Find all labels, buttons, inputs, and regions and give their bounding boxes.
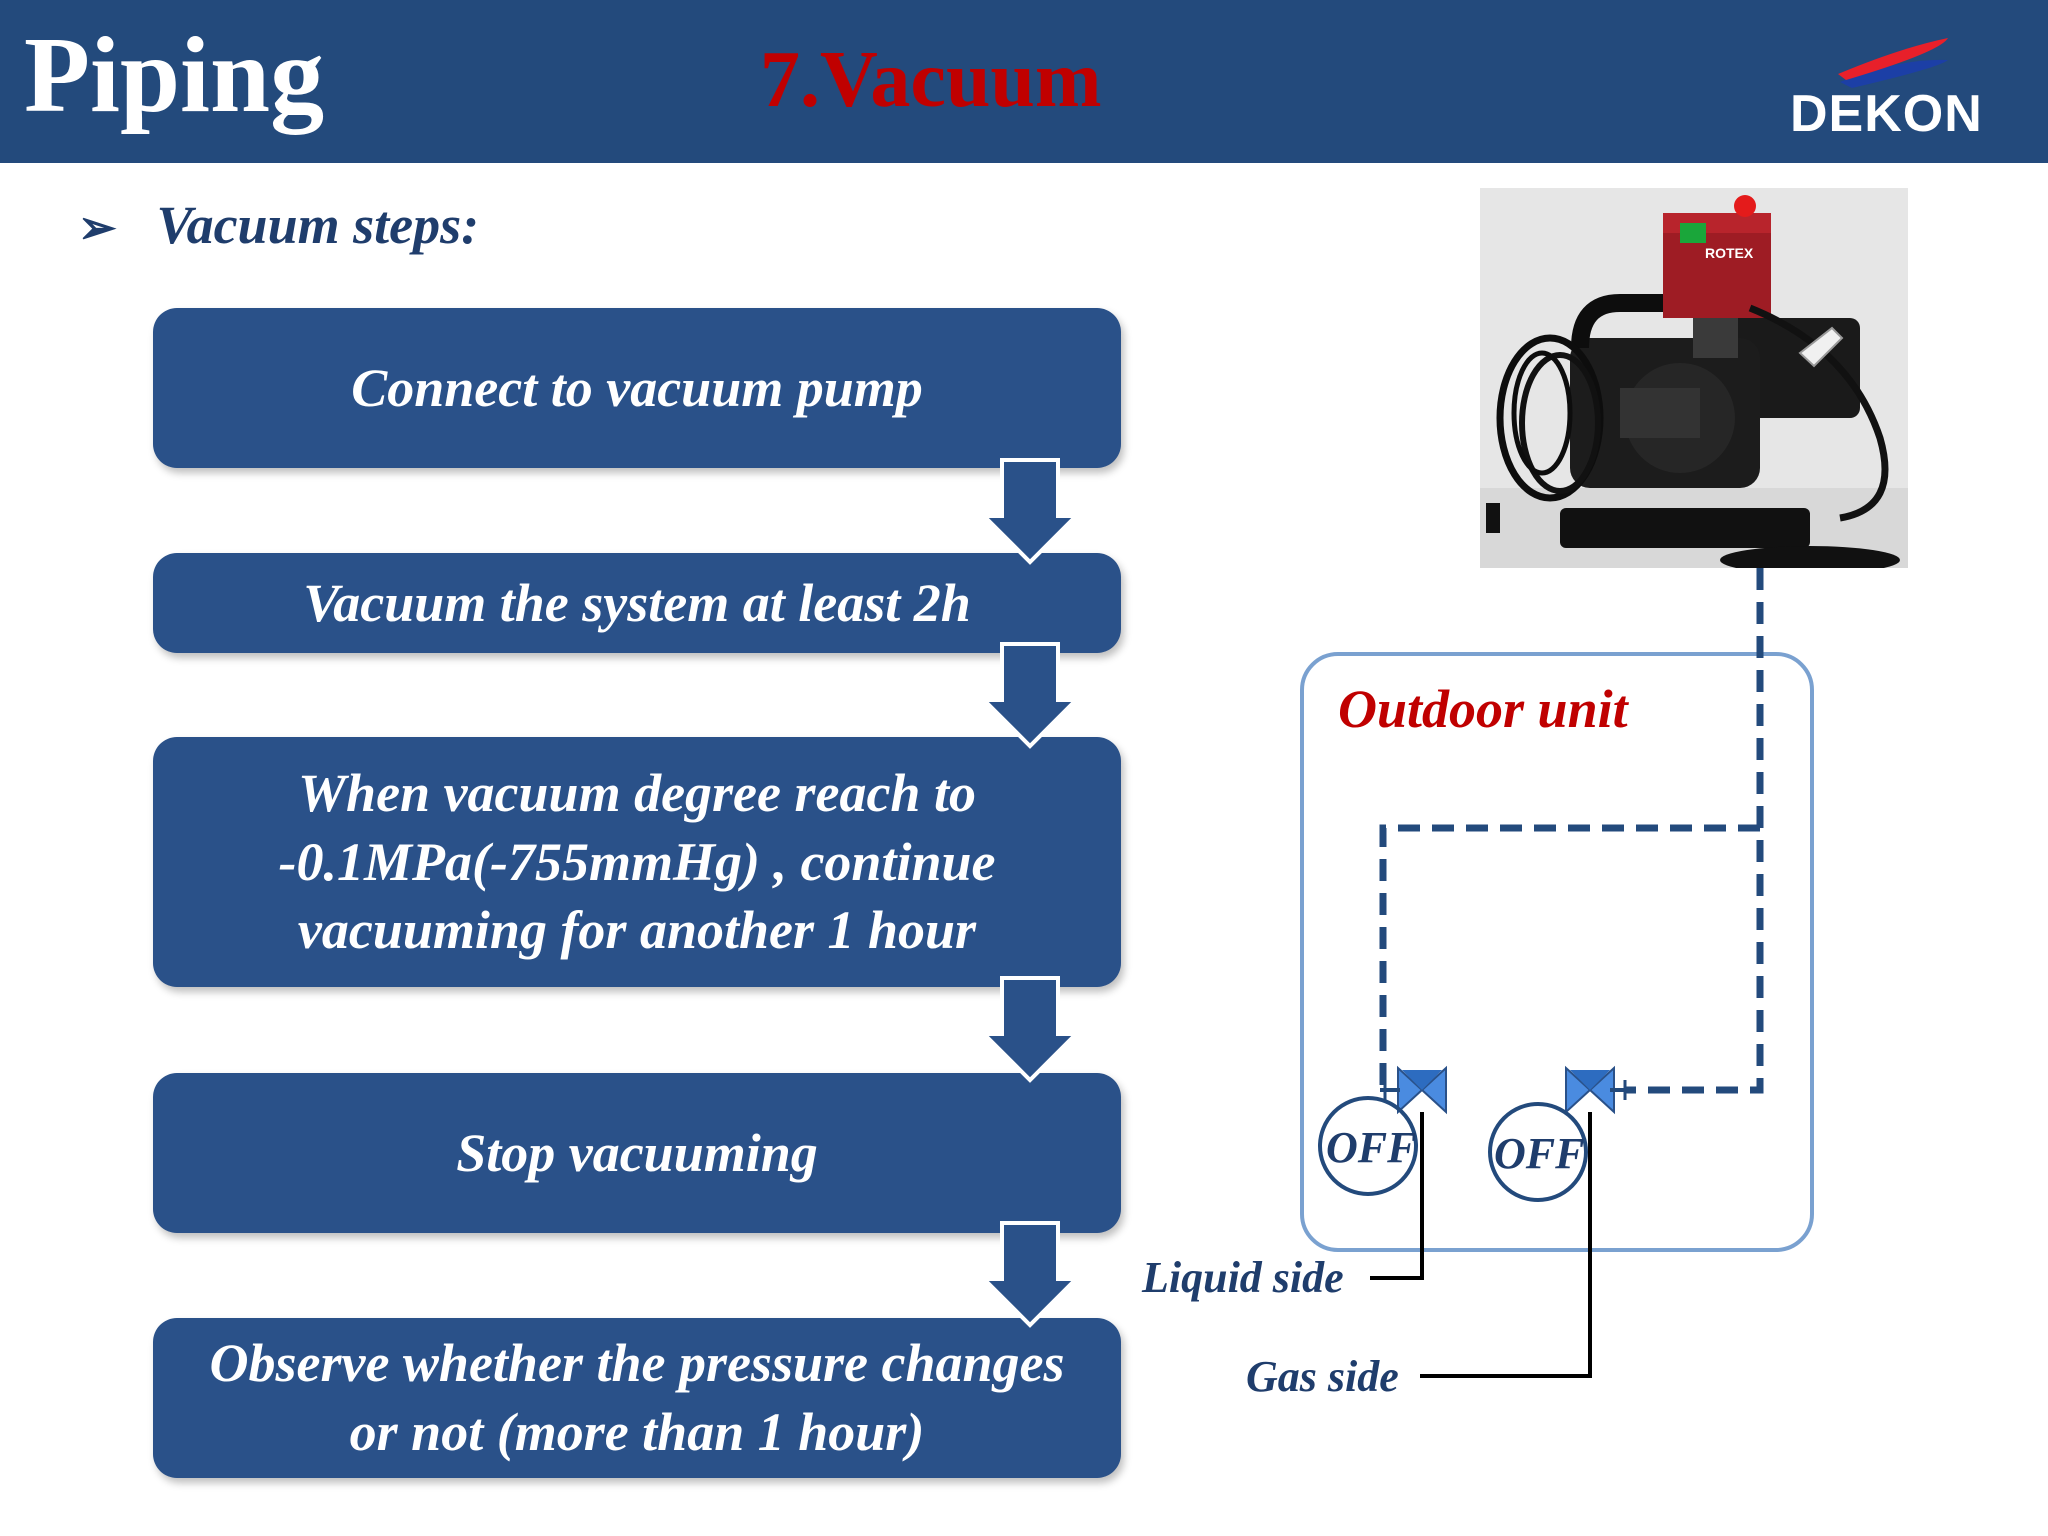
- step-connect-pump: Connect to vacuum pump: [153, 308, 1121, 468]
- down-arrow-icon: [980, 1221, 1080, 1328]
- step-text: When vacuum degree reach to -0.1MPa(-755…: [278, 763, 996, 961]
- pump-brand-label: ROTEX: [1705, 245, 1754, 261]
- step-text: Vacuum the system at least 2h: [303, 572, 971, 633]
- step-continue-vacuum: When vacuum degree reach to -0.1MPa(-755…: [153, 737, 1121, 987]
- step-vacuum-2h: Vacuum the system at least 2h: [153, 553, 1121, 653]
- liquid-valve-icon: [1380, 1065, 1447, 1115]
- outdoor-unit-box: [1300, 652, 1814, 1252]
- step-text: Observe whether the pressure changes or …: [209, 1333, 1065, 1462]
- gas-side-label: Gas side: [1246, 1352, 1399, 1401]
- logo-swoosh-icon: [1838, 38, 1948, 88]
- gas-side-leader: [1420, 1112, 1592, 1378]
- steps-heading: ➢ Vacuum steps:: [78, 195, 480, 255]
- step-stop-vacuum: Stop vacuuming: [153, 1073, 1121, 1233]
- bullet-arrow-icon: ➢: [78, 202, 117, 253]
- bypass-hose-line: [1379, 824, 1760, 1090]
- header-bar: Piping 7.Vacuum DEKON: [0, 0, 2048, 163]
- gas-valve-icon: [1565, 1065, 1630, 1115]
- vacuum-hose-line: [1625, 568, 1764, 1094]
- liquid-side-leader: [1370, 1112, 1424, 1280]
- slide-title: 7.Vacuum: [760, 36, 1102, 124]
- logo-text: DEKON: [1790, 85, 1983, 143]
- gas-valve-state: OFF: [1494, 1129, 1585, 1178]
- off-circle-gas: [1488, 1102, 1588, 1202]
- outdoor-unit-label: Outdoor unit: [1338, 679, 1628, 739]
- dekon-logo: DEKON: [1790, 30, 1990, 140]
- steps-heading-text: Vacuum steps:: [156, 195, 480, 255]
- step-text: Connect to vacuum pump: [351, 357, 923, 418]
- liquid-side-label: Liquid side: [1142, 1253, 1344, 1302]
- off-circle-liquid: [1318, 1096, 1418, 1196]
- vacuum-pump-photo: ROTEX: [1480, 188, 1908, 568]
- down-arrow-icon: [980, 458, 1080, 565]
- step-text: Stop vacuuming: [456, 1122, 818, 1183]
- step-observe-pressure: Observe whether the pressure changes or …: [153, 1318, 1121, 1478]
- liquid-valve-state: OFF: [1326, 1123, 1417, 1172]
- down-arrow-icon: [980, 976, 1080, 1083]
- down-arrow-icon: [980, 642, 1080, 749]
- section-title: Piping: [24, 16, 325, 135]
